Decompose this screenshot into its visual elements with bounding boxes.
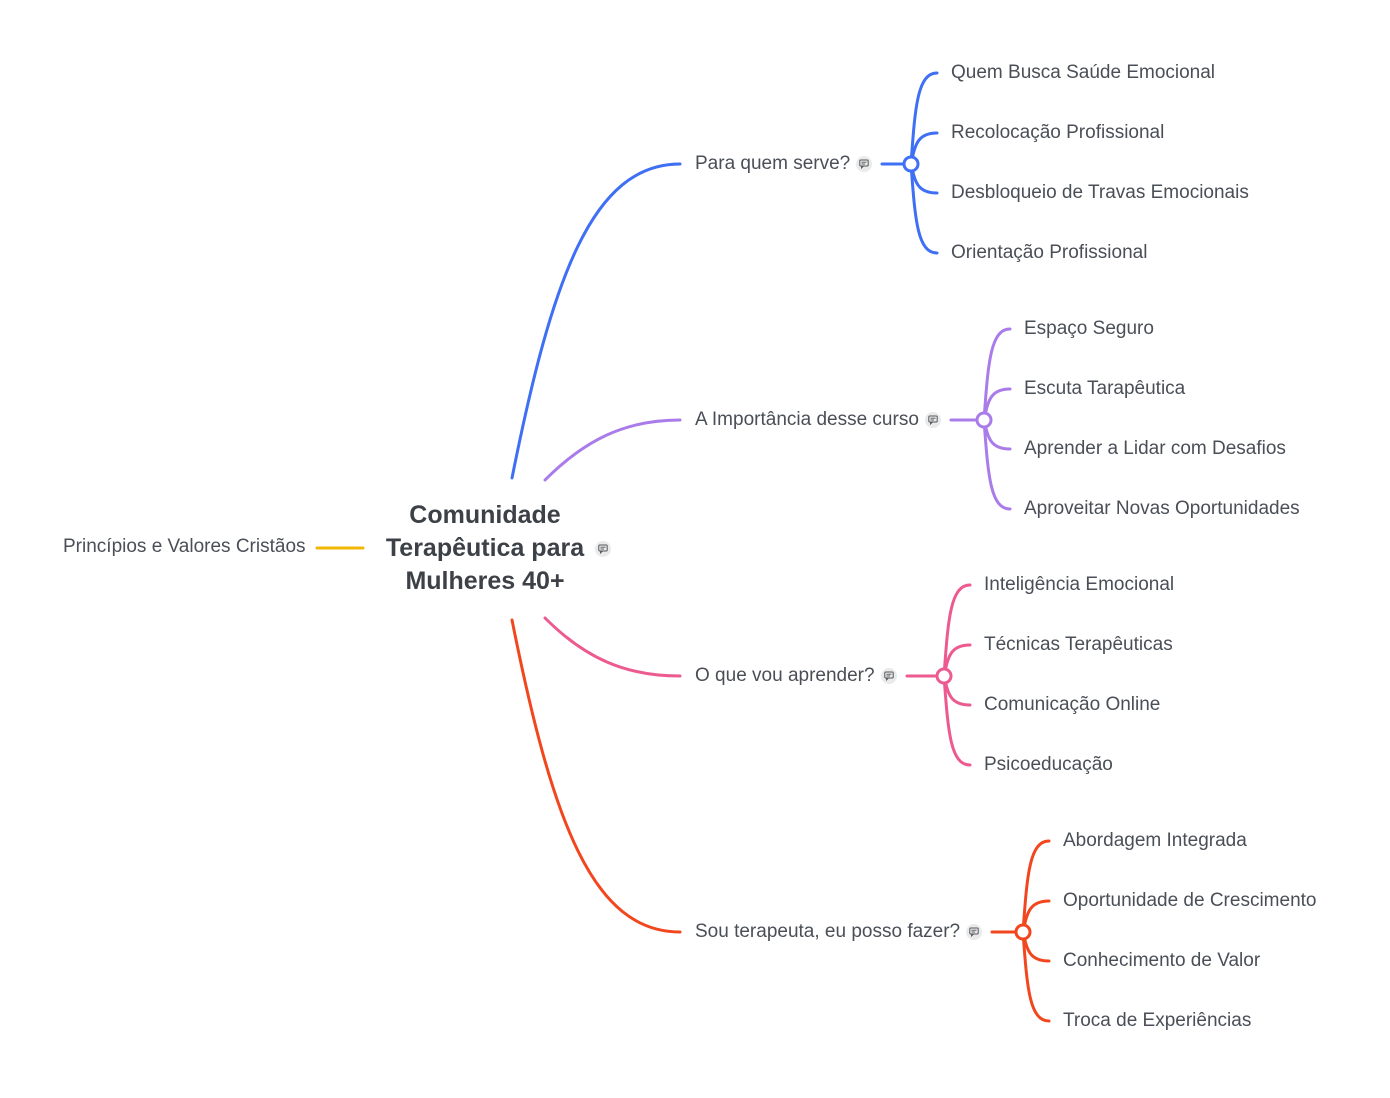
subtopic-connector [909, 71, 939, 166]
subtopic-2-1[interactable]: Espaço Seguro [1024, 317, 1154, 341]
branch-topic-label: Sou terapeuta, eu posso fazer? [695, 921, 961, 942]
central-topic[interactable]: Comunidade Terapêutica para Mulheres 40+ [370, 499, 611, 598]
subtopic-label: Conhecimento de Valor [1063, 950, 1261, 971]
subtopic-4-2[interactable]: Oportunidade de Crescimento [1063, 889, 1316, 913]
branch-topic-1[interactable]: Para quem serve? [695, 152, 873, 176]
note-icon[interactable] [924, 411, 941, 428]
subtopic-2-4[interactable]: Aproveitar Novas Oportunidades [1024, 497, 1300, 521]
subtopic-label: Quem Busca Saúde Emocional [951, 62, 1216, 83]
subtopic-label: Recolocação Profissional [951, 122, 1165, 143]
subtopic-label: Abordagem Integrada [1063, 830, 1247, 851]
branch-connector [510, 162, 682, 480]
subtopic-label: Psicoeducação [984, 754, 1113, 775]
subtopic-2-2[interactable]: Escuta Tarapêutica [1024, 377, 1185, 401]
subtopic-connector [1021, 930, 1051, 1023]
subtopic-connector [982, 327, 1012, 422]
subtopic-label: Inteligência Emocional [984, 574, 1175, 595]
central-topic-line-3: Mulheres 40+ [405, 567, 565, 595]
note-icon[interactable] [856, 155, 873, 172]
subtopic-4-1[interactable]: Abordagem Integrada [1063, 829, 1247, 853]
subtopic-3-1[interactable]: Inteligência Emocional [984, 573, 1174, 597]
branch-topic-label: A Importância desse curso [695, 409, 919, 430]
left-topic-label: Princípios e Valores Cristãos [63, 536, 306, 557]
note-icon[interactable] [595, 541, 611, 557]
subtopic-1-4[interactable]: Orientação Profissional [951, 241, 1147, 265]
branch-topic-label: O que vou aprender? [695, 665, 875, 686]
subtopic-connector [942, 583, 972, 678]
subtopic-label: Desbloqueio de Travas Emocionais [951, 182, 1249, 203]
subtopic-connector [982, 418, 1012, 511]
subtopic-label: Técnicas Terapêuticas [984, 634, 1173, 655]
subtopic-label: Oportunidade de Crescimento [1063, 890, 1317, 911]
subtopic-1-2[interactable]: Recolocação Profissional [951, 121, 1164, 145]
branch-connector [543, 418, 682, 482]
subtopic-label: Espaço Seguro [1024, 318, 1154, 339]
branch-topic-2[interactable]: A Importância desse curso [695, 408, 941, 432]
subtopic-label: Aprender a Lidar com Desafios [1024, 438, 1286, 459]
central-topic-line-2: Terapêutica para [385, 534, 585, 562]
collapse-toggle-icon[interactable] [975, 411, 993, 429]
subtopic-label: Orientação Profissional [951, 242, 1148, 263]
subtopic-3-2[interactable]: Técnicas Terapêuticas [984, 633, 1173, 657]
note-icon[interactable] [966, 923, 983, 940]
left-topic[interactable]: Princípios e Valores Cristãos [63, 536, 306, 558]
subtopic-label: Troca de Experiências [1063, 1010, 1252, 1031]
subtopic-2-3[interactable]: Aprender a Lidar com Desafios [1024, 437, 1286, 461]
collapse-toggle-icon[interactable] [902, 155, 920, 173]
subtopic-4-4[interactable]: Troca de Experiências [1063, 1009, 1251, 1033]
central-topic-line-1: Comunidade [409, 501, 561, 529]
subtopic-connector [909, 162, 939, 255]
branch-topic-label: Para quem serve? [695, 153, 851, 174]
subtopic-3-3[interactable]: Comunicação Online [984, 693, 1160, 717]
subtopic-label: Escuta Tarapêutica [1024, 378, 1186, 399]
subtopic-label: Comunicação Online [984, 694, 1161, 715]
note-icon[interactable] [880, 667, 897, 684]
subtopic-label: Aproveitar Novas Oportunidades [1024, 498, 1300, 519]
branch-connector [543, 616, 682, 678]
subtopic-1-3[interactable]: Desbloqueio de Travas Emocionais [951, 181, 1249, 205]
subtopic-3-4[interactable]: Psicoeducação [984, 753, 1113, 777]
subtopic-connector [942, 674, 972, 767]
branch-topic-3[interactable]: O que vou aprender? [695, 664, 897, 688]
subtopic-connector [1021, 839, 1051, 934]
branch-connector [510, 618, 682, 934]
subtopic-1-1[interactable]: Quem Busca Saúde Emocional [951, 61, 1215, 85]
collapse-toggle-icon[interactable] [935, 667, 953, 685]
subtopic-4-3[interactable]: Conhecimento de Valor [1063, 949, 1260, 973]
branch-topic-4[interactable]: Sou terapeuta, eu posso fazer? [695, 920, 983, 944]
collapse-toggle-icon[interactable] [1014, 923, 1032, 941]
